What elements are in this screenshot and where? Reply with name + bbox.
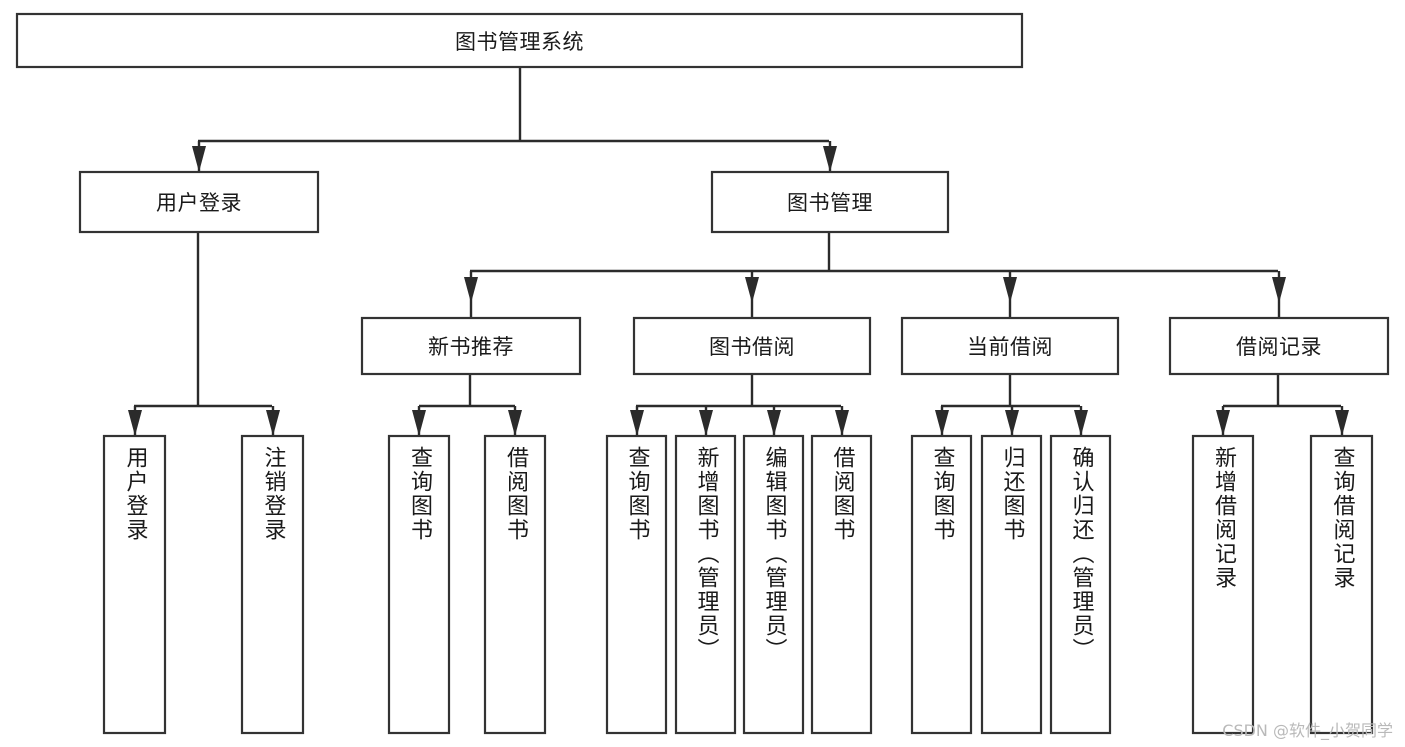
arrow-head-icon <box>699 410 713 436</box>
arrow-head-icon <box>1272 277 1286 303</box>
arrow-head-icon <box>823 146 837 172</box>
node-box-user-login[interactable] <box>78 170 320 234</box>
node-box-new-book-recommend[interactable] <box>360 316 582 376</box>
node-box-leaf-confirm-return-admin[interactable] <box>1049 434 1112 735</box>
node-box-book-manage[interactable] <box>710 170 950 234</box>
arrow-head-icon <box>192 146 206 172</box>
node-box-leaf-edit-book-admin[interactable] <box>742 434 805 735</box>
arrow-head-icon <box>1003 277 1017 303</box>
arrow-head-icon <box>835 410 849 436</box>
node-box-root[interactable] <box>15 12 1024 69</box>
arrow-head-icon <box>745 277 759 303</box>
node-box-book-borrow[interactable] <box>632 316 872 376</box>
boxes-layer <box>15 12 1390 735</box>
arrow-head-icon <box>508 410 522 436</box>
node-box-leaf-return-book[interactable] <box>980 434 1043 735</box>
node-box-leaf-query-book-borrow[interactable] <box>605 434 668 735</box>
arrow-head-icon <box>266 410 280 436</box>
node-box-leaf-user-login[interactable] <box>102 434 167 735</box>
node-box-leaf-query-book-recommend[interactable] <box>387 434 451 735</box>
arrow-head-icon <box>1216 410 1230 436</box>
node-box-leaf-query-book-current[interactable] <box>910 434 973 735</box>
node-box-leaf-query-borrow-record[interactable] <box>1309 434 1374 735</box>
connectors-layer <box>128 67 1349 436</box>
arrow-head-icon <box>128 410 142 436</box>
arrow-head-icon <box>935 410 949 436</box>
node-box-leaf-logout[interactable] <box>240 434 305 735</box>
arrow-head-icon <box>1005 410 1019 436</box>
arrow-head-icon <box>1335 410 1349 436</box>
node-box-leaf-borrow-book-recommend[interactable] <box>483 434 547 735</box>
node-box-leaf-add-book-admin[interactable] <box>674 434 737 735</box>
arrow-head-icon <box>630 410 644 436</box>
arrow-head-icon <box>767 410 781 436</box>
node-box-leaf-add-borrow-record[interactable] <box>1191 434 1255 735</box>
arrow-head-icon <box>464 277 478 303</box>
node-box-leaf-borrow-book[interactable] <box>810 434 873 735</box>
arrow-head-icon <box>412 410 426 436</box>
node-box-current-borrow[interactable] <box>900 316 1120 376</box>
node-box-borrow-record[interactable] <box>1168 316 1390 376</box>
arrow-head-icon <box>1074 410 1088 436</box>
